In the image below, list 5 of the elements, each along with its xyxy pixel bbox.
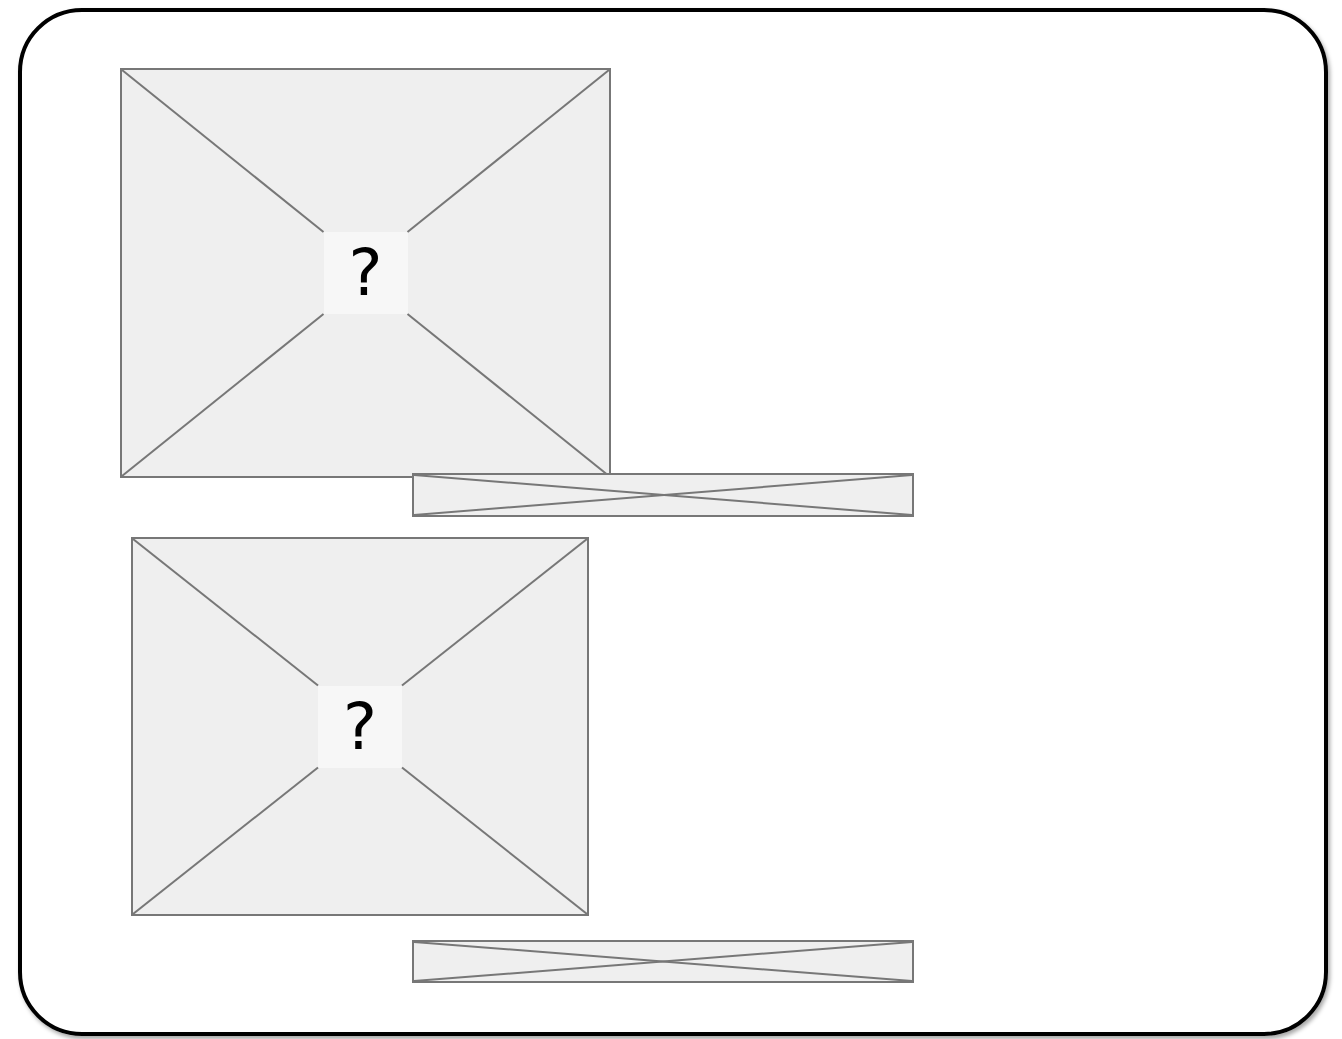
question-mark: ?: [348, 236, 383, 310]
question-mark: ?: [343, 689, 377, 764]
screen-frame: [18, 8, 1328, 1036]
banner-placeholder: [412, 940, 914, 983]
banner-placeholder: [412, 473, 914, 517]
